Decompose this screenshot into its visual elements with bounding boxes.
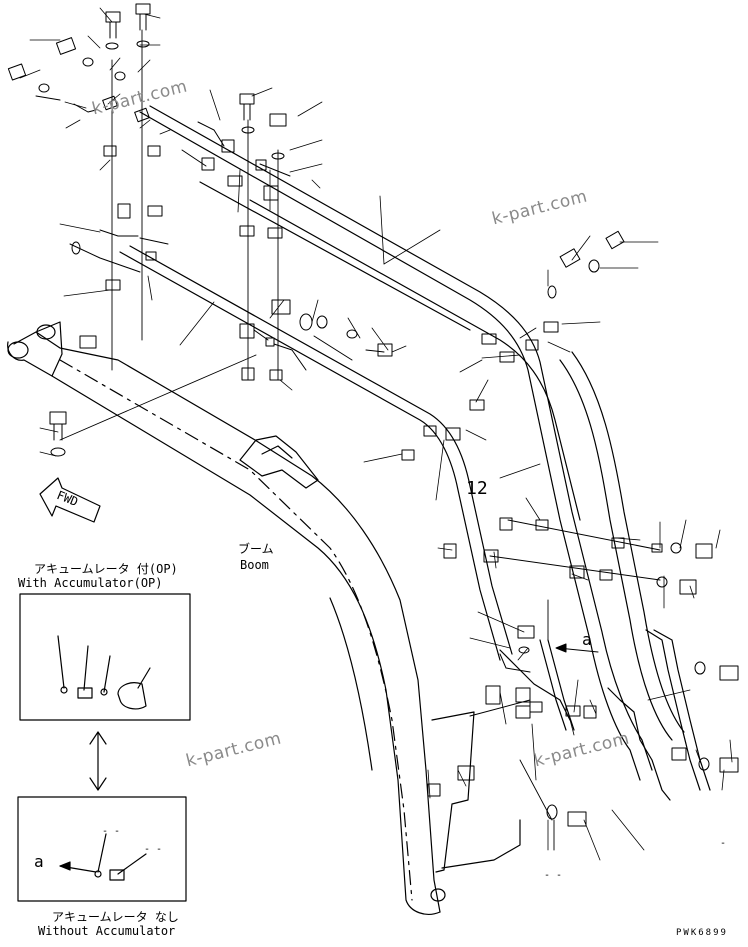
dash-mark: - — [720, 838, 727, 849]
inset-with-title-jp: アキュームレータ 付(OP) — [34, 562, 178, 576]
lower-bent-tubes — [500, 630, 710, 800]
drawing-code: PWK6899 — [676, 928, 728, 938]
boom-outline — [8, 322, 520, 914]
dash-mark: - - — [102, 826, 121, 837]
leader-lines — [20, 8, 732, 860]
inset-without-accumulator — [18, 797, 186, 901]
assembly-guide-lines — [60, 30, 554, 850]
clamps-and-fittings — [8, 4, 738, 826]
inset-without-title-jp: アキュームレータ なし — [52, 910, 179, 924]
dash-mark: - - — [544, 870, 563, 881]
callout-a-inset: a — [34, 852, 44, 871]
boom-label-jp: ブーム — [238, 542, 274, 556]
callout-a-main: a — [582, 630, 592, 649]
boom-label-en: Boom — [240, 558, 269, 572]
inset-arrow — [90, 732, 106, 790]
part-number-label: 12 — [466, 478, 488, 499]
dash-mark: - - — [144, 844, 163, 855]
inset-with-title-en: With Accumulator(OP) — [18, 576, 163, 590]
inset-without-title-en: Without Accumulator — [38, 924, 176, 938]
upper-hydraulic-tubes — [120, 106, 684, 780]
inset-with-accumulator — [20, 594, 190, 720]
fwd-arrow — [40, 478, 100, 522]
